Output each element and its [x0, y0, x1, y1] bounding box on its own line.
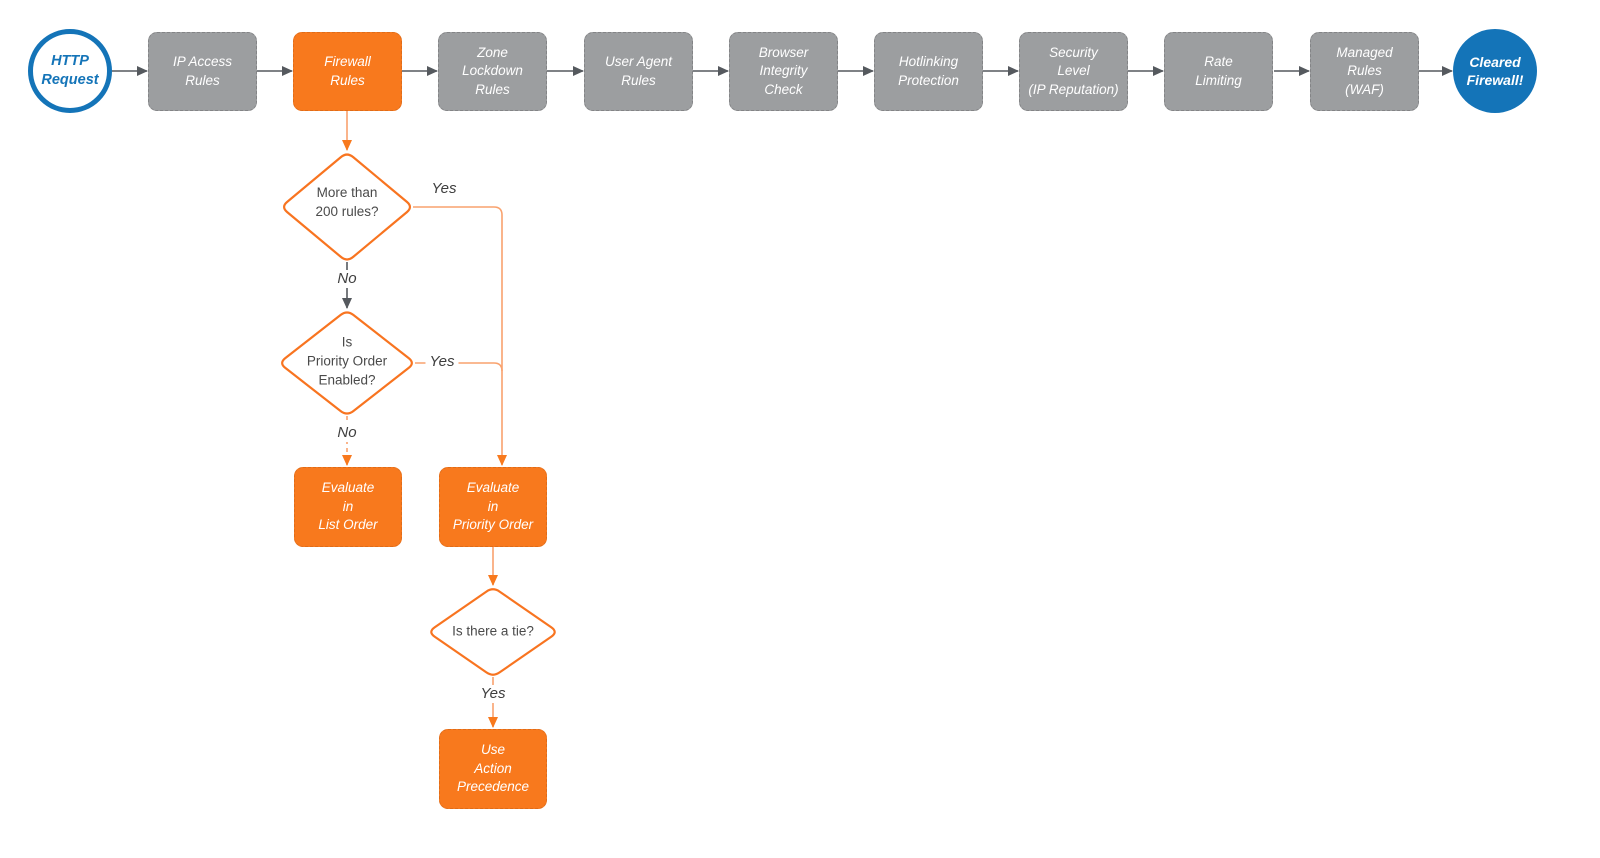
decision-tie-question: Is there a tie?	[452, 623, 534, 639]
node-cleared-firewall-label: Cleared Firewall!	[1466, 53, 1524, 88]
node-evaluate-priority-order-label: Evaluate in Priority Order	[452, 479, 534, 533]
connector-decision1-yes-to-priority	[413, 206, 507, 466]
diamond-more-than-200-rules	[283, 153, 412, 261]
node-firewall-rules: Firewall Rules	[293, 32, 402, 111]
diamond-priority-order-enabled	[281, 311, 413, 415]
node-hotlinking-protection: Hotlinking Protection	[874, 32, 983, 111]
node-user-agent-rules: User Agent Rules	[584, 32, 693, 111]
node-zone-lockdown-rules: Zone Lockdown Rules	[438, 32, 547, 111]
node-cleared-firewall: Cleared Firewall!	[1453, 29, 1537, 113]
node-user-agent-rules-label: User Agent Rules	[604, 54, 673, 88]
node-evaluate-list-order: Evaluate in List Order	[294, 467, 402, 547]
label-decision2-yes: Yes	[425, 353, 459, 371]
node-use-action-precedence-label: Use Action Precedence	[456, 741, 530, 795]
node-rate-limiting-label: Rate Limiting	[1195, 54, 1242, 88]
node-hotlinking-protection-label: Hotlinking Protection	[898, 54, 959, 88]
node-browser-integrity-check: Browser Integrity Check	[729, 32, 838, 111]
node-evaluate-priority-order: Evaluate in Priority Order	[439, 467, 547, 547]
diamond-is-there-a-tie	[430, 588, 556, 676]
node-zone-lockdown-rules-label: Zone Lockdown Rules	[462, 45, 523, 97]
label-decision1-yes: Yes	[427, 180, 461, 198]
node-ip-access-rules-label: IP Access Rules	[172, 54, 233, 88]
label-decision3-yes: Yes	[476, 685, 510, 703]
decision-priority-order-question: Is Priority Order Enabled?	[306, 334, 388, 388]
connector-decision2-yes-join	[415, 362, 503, 372]
decision-more-than-200-question: More than 200 rules?	[315, 185, 379, 219]
node-security-level: Security Level (IP Reputation)	[1019, 32, 1128, 111]
node-managed-rules-waf-label: Managed Rules (WAF)	[1336, 45, 1393, 97]
node-use-action-precedence: Use Action Precedence	[439, 729, 547, 809]
node-evaluate-list-order-label: Evaluate in List Order	[318, 479, 378, 533]
node-rate-limiting: Rate Limiting	[1164, 32, 1273, 111]
node-firewall-rules-label: Firewall Rules	[324, 54, 371, 88]
node-http-request-label: HTTP Request	[41, 53, 99, 88]
label-decision1-no: No	[333, 270, 361, 288]
node-browser-integrity-check-label: Browser Integrity Check	[758, 45, 809, 97]
label-decision2-no: No	[333, 424, 361, 442]
node-ip-access-rules: IP Access Rules	[148, 32, 257, 111]
node-security-level-label: Security Level (IP Reputation)	[1028, 45, 1119, 97]
node-managed-rules-waf: Managed Rules (WAF)	[1310, 32, 1419, 111]
node-http-request: HTTP Request	[28, 29, 112, 113]
